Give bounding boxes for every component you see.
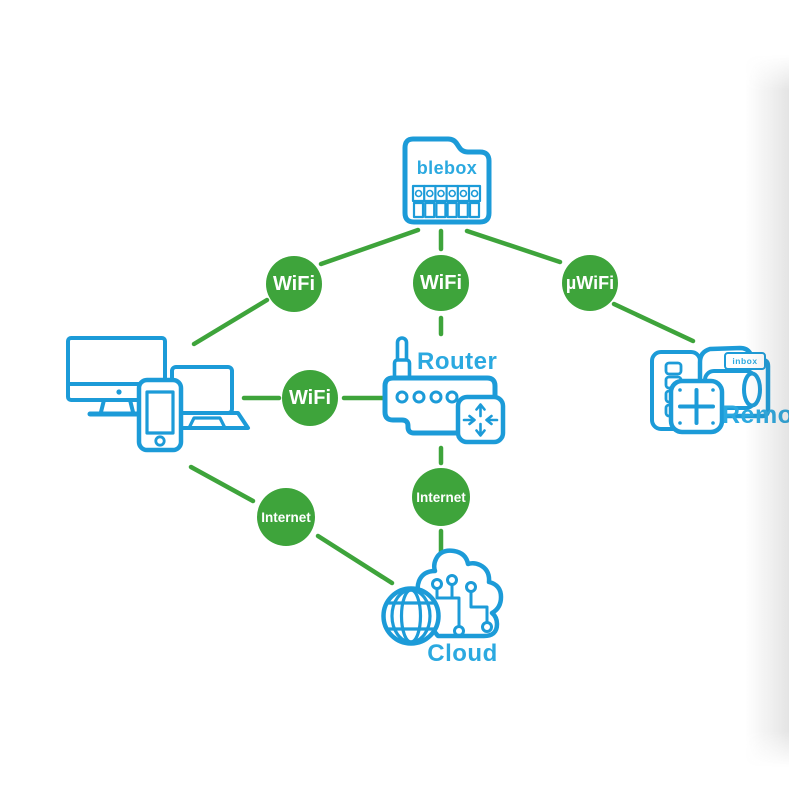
badge-label: Internet — [261, 509, 311, 525]
page-edge-cover — [789, 0, 800, 800]
circuit-nodes-icon — [431, 574, 493, 637]
remote-label: Remote — [722, 401, 800, 430]
connection-line — [464, 228, 563, 265]
wifi-badge-top-center: WiFi — [413, 255, 469, 311]
connection-line — [318, 227, 421, 267]
badge-label: Internet — [416, 489, 466, 505]
blebox-logo: blebox — [416, 158, 478, 178]
router-label: Router — [417, 348, 498, 375]
connection-line — [315, 533, 395, 586]
globe-icon — [381, 586, 441, 646]
connection-line — [191, 297, 270, 347]
wifi-badge-middle: WiFi — [282, 370, 338, 426]
connection-line — [611, 301, 696, 344]
connection-lines — [188, 227, 696, 586]
badge-label: WiFi — [419, 271, 463, 294]
internet-badge-center: Internet — [412, 468, 470, 526]
smartphone-icon — [136, 377, 184, 453]
router-icon — [382, 336, 506, 445]
page-edge-shadow — [745, 55, 790, 767]
routing-arrows-icon — [455, 394, 506, 445]
connection-line — [188, 464, 256, 504]
uwifi-badge-top-right: µWiFi — [562, 255, 618, 311]
wifi-badge-top-left: WiFi — [266, 256, 322, 312]
badge-label: WiFi — [272, 272, 316, 295]
badge-label: µWiFi — [565, 272, 615, 293]
wall-switch-icon — [668, 378, 725, 435]
blebox-device-icon — [402, 136, 492, 225]
badge-label: WiFi — [288, 386, 332, 409]
internet-badge-left: Internet — [257, 488, 315, 546]
cloud-label: Cloud — [427, 640, 498, 667]
terminal-block-icon — [411, 184, 482, 219]
inbox-label: inbox — [724, 352, 766, 370]
